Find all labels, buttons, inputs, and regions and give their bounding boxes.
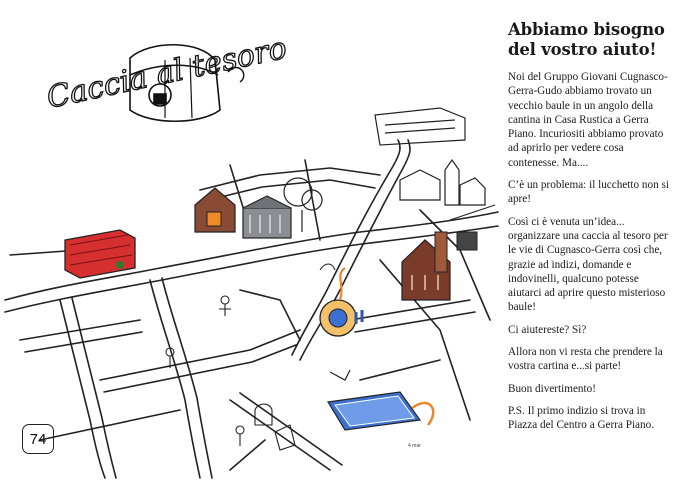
- map-road: [349, 299, 471, 321]
- swimming-pool-icon: [327, 369, 435, 431]
- article-paragraph: Noi del Gruppo Giovani Cugnasco-Gerra-Gu…: [508, 71, 668, 169]
- map-road: [299, 139, 411, 361]
- article-heading: Abbiamo bisogno del vostro aiuto!: [508, 20, 672, 60]
- map-road: [229, 399, 331, 471]
- article: Abbiamo bisogno del vostro aiuto! Noi de…: [508, 20, 672, 441]
- map-road: [19, 319, 141, 341]
- brick-house-icon: [194, 187, 236, 233]
- treasure-map-illustration: Caccia al tesoro: [4, 30, 499, 479]
- chest-outline-icon: [129, 43, 221, 123]
- playground-figures-icon: [165, 263, 336, 451]
- map-road: [239, 289, 301, 341]
- article-paragraph: C’è un problema: il lucchetto non si apr…: [508, 179, 669, 206]
- map-road: [39, 409, 181, 441]
- map-road: [354, 311, 476, 333]
- illustrator-signature: 4 mar: [408, 443, 421, 449]
- map-road: [24, 331, 143, 353]
- cable-car-icon: [449, 204, 496, 251]
- article-paragraph: Così ci è venuta un’idea... organizzare …: [508, 215, 668, 314]
- map-road: [379, 259, 471, 421]
- map-road: [149, 279, 201, 479]
- map-road: [99, 329, 301, 381]
- map-road: [199, 179, 376, 203]
- map-road: [161, 277, 213, 479]
- roundabout-icon: [319, 267, 364, 337]
- map-road: [71, 297, 117, 479]
- grey-building-icon: [242, 195, 292, 239]
- church-icon: [399, 158, 486, 206]
- article-paragraph: Allora non vi resta che prendere la vost…: [508, 346, 663, 373]
- map-road: [4, 225, 499, 313]
- map-road: [4, 211, 499, 301]
- padlock-icon: [148, 83, 172, 107]
- article-paragraph: Buon divertimento!: [508, 382, 596, 395]
- map-road: [291, 139, 401, 356]
- page-number: 74: [22, 424, 54, 454]
- heading-line-1: Abbiamo bisogno: [508, 20, 665, 39]
- article-paragraph: Ci aiutereste? Sì?: [508, 323, 587, 336]
- heading-line-2: del vostro aiuto!: [508, 40, 657, 59]
- brown-church-icon: [401, 231, 451, 301]
- map-road: [229, 439, 266, 471]
- title-art: [129, 43, 245, 123]
- article-paragraph: P.S. Il primo indizio si trova in Piazza…: [508, 404, 655, 432]
- map-road: [59, 299, 106, 479]
- modern-building-icon: [374, 107, 466, 146]
- map-road: [304, 159, 321, 241]
- map-road: [103, 344, 297, 393]
- red-building-icon: [64, 229, 136, 279]
- map-road: [359, 359, 441, 381]
- map-road: [199, 167, 381, 191]
- tree-icon: [283, 177, 323, 232]
